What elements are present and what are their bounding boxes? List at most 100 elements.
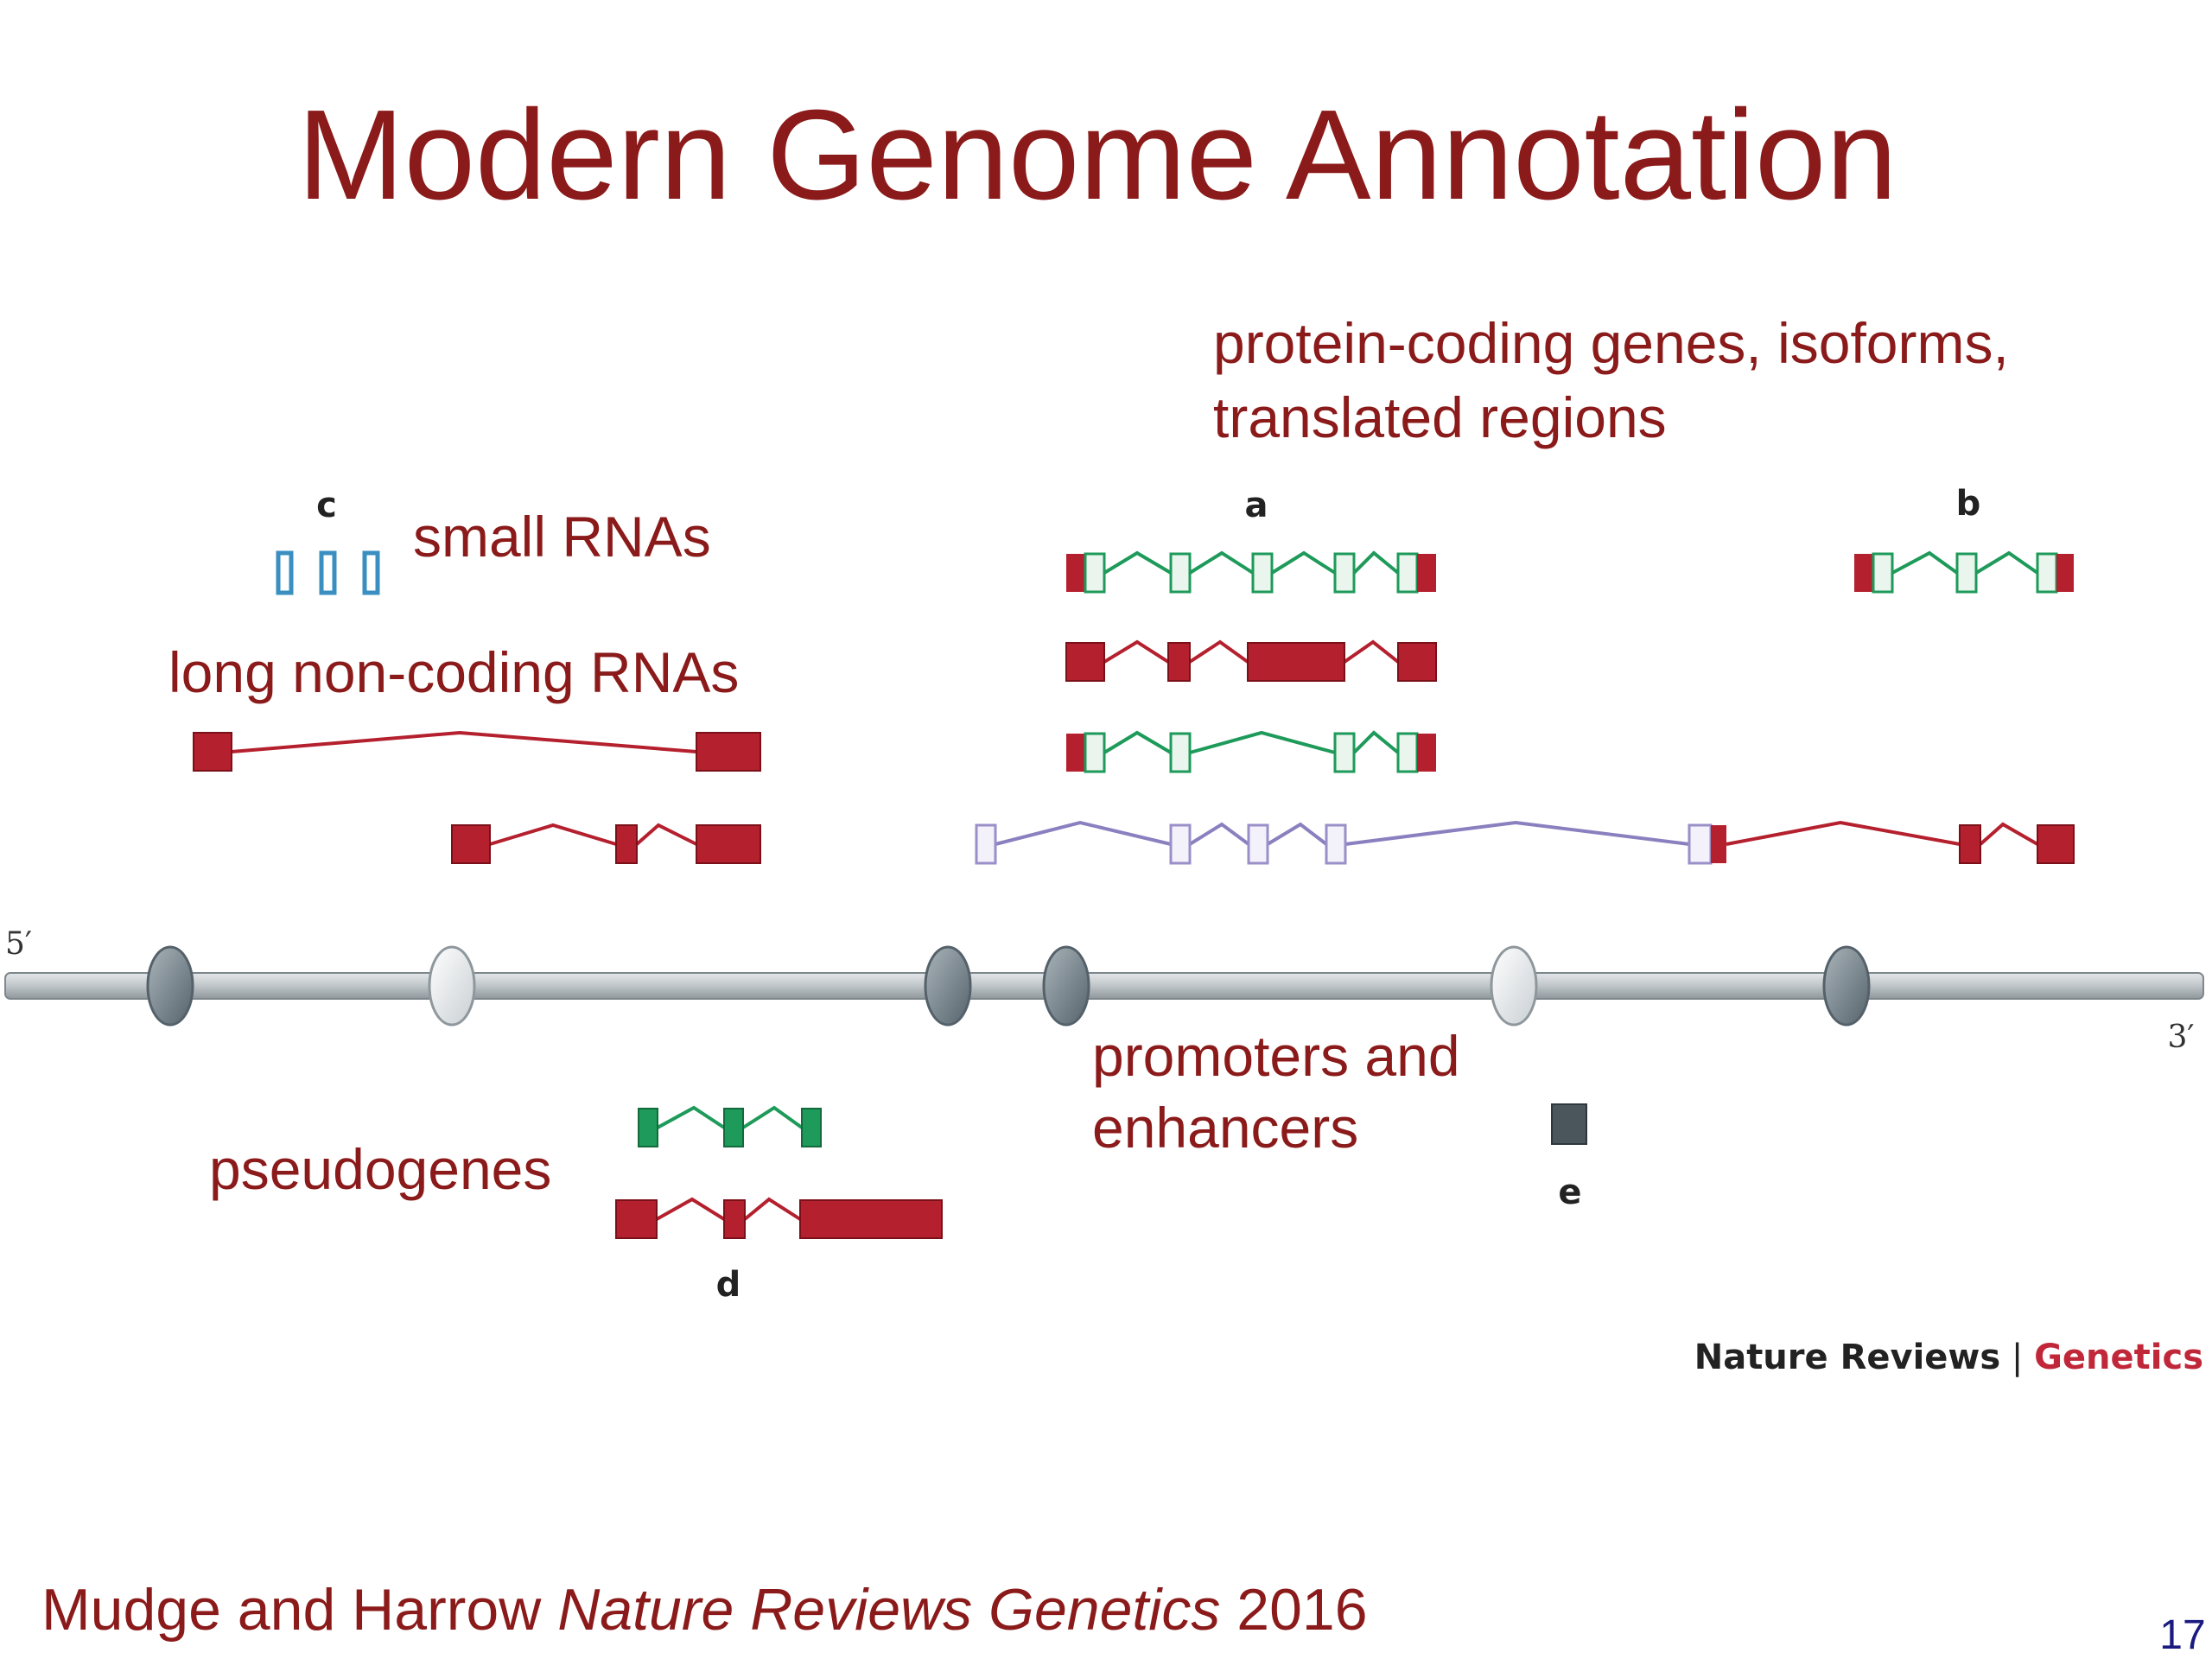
regulatory-element	[148, 947, 193, 1025]
chromosome	[5, 947, 2203, 1025]
exon	[1248, 643, 1344, 681]
coding-exon	[1398, 554, 1417, 592]
small-rna-exon	[321, 553, 334, 593]
exon	[639, 1109, 658, 1147]
exon	[1960, 825, 1980, 863]
intron	[1976, 553, 2037, 573]
gene-a-isoform-1	[1066, 553, 1436, 592]
gene-a-isoform-2	[1066, 642, 1436, 681]
intron	[658, 1108, 724, 1128]
lncrna-intron	[490, 825, 616, 844]
intron	[1190, 824, 1249, 844]
coding-exon	[1335, 734, 1354, 772]
exon	[1168, 643, 1190, 681]
panel-letter-a: a	[1245, 486, 1268, 525]
regulatory-element	[925, 947, 970, 1025]
intron	[743, 1108, 802, 1128]
journal-name: Nature Reviews	[1694, 1338, 2000, 1377]
small-rna-exon	[365, 553, 378, 593]
intron	[1344, 642, 1398, 662]
pseudogenes-label: pseudogenes	[209, 1137, 551, 1201]
coding-exon	[2037, 554, 2056, 592]
intron	[1268, 824, 1326, 844]
coding-exon	[1171, 554, 1190, 592]
intron	[745, 1199, 800, 1219]
journal-section: Genetics	[2034, 1338, 2203, 1377]
coding-exon	[1335, 554, 1354, 592]
lncrna-transcripts	[194, 733, 760, 863]
intron	[1104, 642, 1168, 662]
coding-exon	[1398, 734, 1417, 772]
intron	[1190, 553, 1253, 573]
intron	[1190, 642, 1248, 662]
coding-exon	[1957, 554, 1976, 592]
lncrna-intron	[232, 733, 696, 752]
utr-exon	[1417, 734, 1436, 772]
intron	[995, 823, 1171, 844]
page-number: 17	[2159, 1612, 2205, 1658]
intron	[1190, 733, 1335, 753]
exon	[976, 825, 995, 863]
utr-exon	[1854, 554, 1873, 592]
exon	[1066, 643, 1104, 681]
three-prime-label: 3′	[2167, 1020, 2194, 1055]
promoters-label-line1: promoters and	[1092, 1024, 1460, 1088]
utr-exon	[2056, 554, 2074, 592]
citation-journal: Nature Reviews Genetics	[557, 1577, 1220, 1643]
protein-coding-label-line1: protein-coding genes, isoforms,	[1213, 311, 2009, 375]
intron	[1354, 733, 1398, 753]
utr-exon	[1417, 554, 1436, 592]
page-title: Modern Genome Annotation	[297, 84, 1897, 226]
lncrna-exon	[194, 733, 232, 771]
exon	[616, 1200, 657, 1238]
panel-letter-c: c	[316, 486, 337, 525]
overlapping-transcript	[976, 823, 2074, 863]
coding-exon	[1171, 734, 1190, 772]
panel-letter-d: d	[716, 1265, 741, 1305]
lncrnas-label: long non-coding RNAs	[168, 640, 739, 704]
protein-coding-label-line2: translated regions	[1213, 385, 1667, 449]
intron	[1726, 823, 1960, 844]
panel-letter-e: e	[1558, 1173, 1581, 1212]
regulatory-element	[1491, 947, 1536, 1025]
lncrna-exon	[696, 733, 760, 771]
intron	[1272, 553, 1335, 573]
exon	[1171, 825, 1190, 863]
citation-authors: Mudge and Harrow	[41, 1577, 557, 1643]
five-prime-label: 5′	[5, 926, 32, 962]
exon	[724, 1200, 745, 1238]
panel-letter-b: b	[1956, 484, 1981, 524]
enhancer-block	[1552, 1104, 1586, 1144]
exon	[724, 1109, 743, 1147]
lncrna-exon	[452, 825, 490, 863]
exon	[1249, 825, 1268, 863]
journal-attribution: Nature Reviews | Genetics	[1694, 1338, 2203, 1377]
chromosome-bar	[5, 973, 2203, 999]
intron	[1354, 553, 1398, 573]
exon	[1326, 825, 1345, 863]
intron	[1980, 824, 2037, 844]
coding-exon	[1085, 734, 1104, 772]
intron	[657, 1199, 724, 1219]
intron	[1345, 823, 1689, 844]
intron	[1104, 553, 1171, 573]
exon	[1398, 643, 1436, 681]
coding-exon	[1085, 554, 1104, 592]
intron	[1104, 733, 1171, 753]
gene-b-transcript	[1854, 553, 2074, 592]
exon	[1711, 825, 1726, 863]
exon	[2037, 825, 2074, 863]
regulatory-element	[1044, 947, 1089, 1025]
exon	[1689, 825, 1711, 863]
utr-exon	[1066, 734, 1085, 772]
coding-exon	[1253, 554, 1272, 592]
exon	[800, 1200, 942, 1238]
citation-year: 2016	[1220, 1577, 1367, 1643]
lncrna-intron	[637, 825, 696, 844]
small-rnas-label: small RNAs	[413, 505, 711, 569]
small-rna-exon	[278, 553, 291, 593]
lncrna-exon	[616, 825, 637, 863]
promoters-label-line2: enhancers	[1092, 1096, 1358, 1160]
regulatory-element	[1824, 947, 1869, 1025]
